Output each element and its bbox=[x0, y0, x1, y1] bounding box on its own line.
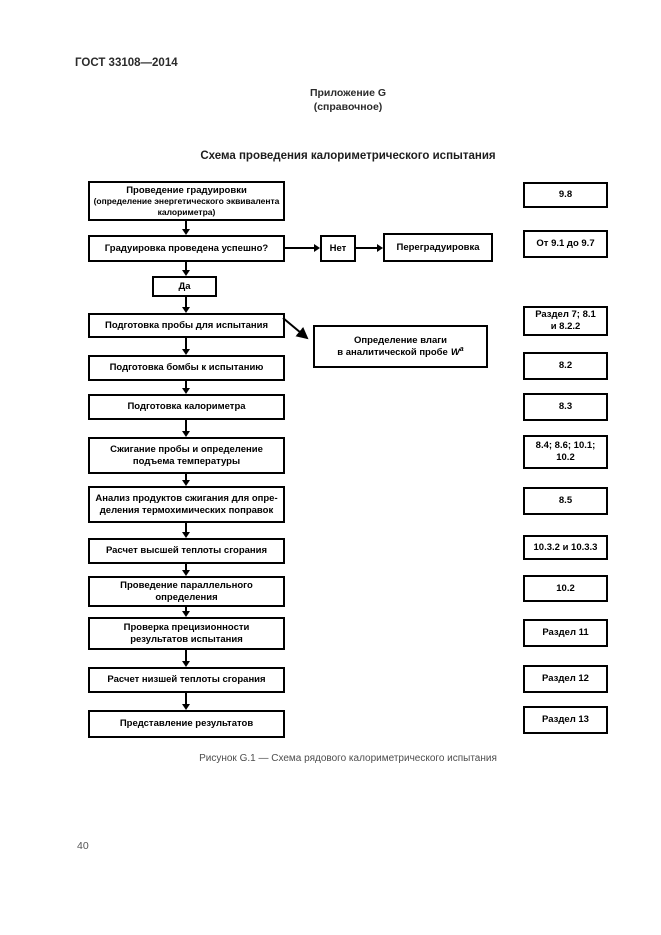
flow-step-calibration-title: Проведение градуировки bbox=[126, 185, 247, 197]
flow-step-label: Расчет низшей теплоты сгорания bbox=[107, 674, 266, 686]
flow-step-label: Подготовка калориметра bbox=[127, 401, 246, 413]
clause-ref-label: Раздел 11 bbox=[542, 627, 589, 639]
flow-step-gross-calorific-value: Расчет высшей теплоты сгорания bbox=[88, 538, 285, 564]
flow-arrow-down bbox=[185, 221, 187, 229]
clause-ref-label: 10.3.2 и 10.3.3 bbox=[533, 541, 598, 553]
figure-caption: Рисунок G.1 — Схема рядового калориметри… bbox=[199, 753, 497, 764]
flow-branch-no: Нет bbox=[320, 235, 356, 262]
flow-step-recalibration-label: Переградуировка bbox=[396, 241, 480, 253]
clause-ref-results-reporting: Раздел 13 bbox=[523, 706, 608, 734]
flow-step-sample-preparation: Подготовка пробы для испытания bbox=[88, 313, 285, 338]
flow-step-precision-check: Проверка прецизионности результатов испы… bbox=[88, 617, 285, 650]
clause-ref-calibration: 9.8 bbox=[523, 182, 608, 208]
moisture-note-line1: Определение влаги bbox=[353, 334, 448, 346]
flow-decision-calibration-successful: Градуировка проведена успешно? bbox=[88, 235, 285, 262]
clause-ref-label: Раздел 13 bbox=[542, 714, 589, 726]
clause-ref-sample-preparation: Раздел 7; 8.1 и 8.2.2 bbox=[523, 306, 608, 336]
clause-ref-products-analysis: 8.5 bbox=[523, 487, 608, 515]
flow-step-label: Проверка прецизионности результатов испы… bbox=[123, 622, 250, 645]
flow-step-recalibration: Переградуировка bbox=[383, 233, 493, 262]
flow-branch-yes: Да bbox=[152, 276, 217, 297]
clause-ref-gross-calorific-value: 10.3.2 и 10.3.3 bbox=[523, 535, 608, 560]
flow-arrow-down bbox=[185, 262, 187, 270]
flow-arrow-down bbox=[185, 523, 187, 532]
flow-step-combustion-products-analysis: Анализ продуктов сжигания для опре- деле… bbox=[88, 486, 285, 523]
flow-step-label: Анализ продуктов сжигания для опре- деле… bbox=[95, 493, 278, 516]
clause-ref-precision-check: Раздел 11 bbox=[523, 619, 608, 647]
flow-step-bomb-preparation: Подготовка бомбы к испытанию bbox=[88, 355, 285, 381]
moisture-note-text: в аналитической пробе bbox=[337, 347, 448, 359]
flow-step-net-calorific-value: Расчет низшей теплоты сгорания bbox=[88, 667, 285, 693]
flow-branch-no-label: Нет bbox=[329, 242, 347, 254]
moisture-symbol: Wa bbox=[450, 345, 464, 359]
flow-step-calibration-subtitle: (определение энергетического эквивалента… bbox=[93, 196, 280, 217]
clause-ref-label: Раздел 12 bbox=[542, 673, 589, 685]
flow-step-label: Подготовка пробы для испытания bbox=[104, 319, 269, 331]
moisture-symbol-w: W bbox=[450, 347, 460, 359]
clause-ref-label: 8.2 bbox=[558, 360, 573, 372]
flow-arrow-down bbox=[185, 381, 187, 388]
flow-arrow-diagonal bbox=[282, 317, 309, 340]
flow-step-calorimeter-preparation: Подготовка калориметра bbox=[88, 394, 285, 420]
clause-ref-bomb-preparation: 8.2 bbox=[523, 352, 608, 380]
flow-step-calibration: Проведение градуировки (определение энер… bbox=[88, 181, 285, 221]
clause-ref-label: 8.3 bbox=[558, 401, 573, 413]
clause-ref-label: От 9.1 до 9.7 bbox=[536, 238, 595, 250]
standard-reference: ГОСТ 33108—2014 bbox=[75, 57, 178, 69]
clause-ref-label: Раздел 7; 8.1 и 8.2.2 bbox=[535, 309, 596, 332]
flow-arrow-down bbox=[185, 564, 187, 570]
flow-arrow-down bbox=[185, 297, 187, 307]
clause-ref-duplicate-determination: 10.2 bbox=[523, 575, 608, 602]
moisture-symbol-sup: a bbox=[459, 345, 464, 353]
flow-arrow-down bbox=[185, 650, 187, 661]
flow-step-label: Подготовка бомбы к испытанию bbox=[109, 362, 264, 374]
clause-ref-label: 8.5 bbox=[558, 495, 573, 507]
flow-branch-yes-label: Да bbox=[178, 280, 191, 292]
clause-ref-net-calorific-value: Раздел 12 bbox=[523, 665, 608, 693]
flow-arrow-down bbox=[185, 607, 187, 611]
flow-decision-label: Градуировка проведена успешно? bbox=[104, 242, 269, 254]
flow-arrow-down bbox=[185, 420, 187, 431]
flow-arrow-down bbox=[185, 693, 187, 704]
clause-ref-calorimeter-preparation: 8.3 bbox=[523, 393, 608, 421]
clause-ref-label: 10.2 bbox=[556, 582, 575, 594]
flow-step-label: Проведение параллельного определения bbox=[120, 580, 253, 603]
flow-step-label: Представление результатов bbox=[119, 718, 254, 730]
page-number: 40 bbox=[77, 840, 89, 852]
appendix-heading: Приложение G (справочное) bbox=[309, 87, 387, 114]
clause-ref-label: 8.4; 8.6; 10.1; 10.2 bbox=[535, 440, 596, 463]
flow-arrow-down bbox=[185, 338, 187, 349]
clause-ref-label: 9.8 bbox=[558, 189, 573, 201]
flow-step-combustion: Сжигание пробы и определение подъема тем… bbox=[88, 437, 285, 474]
flow-step-label: Расчет высшей теплоты сгорания bbox=[105, 545, 268, 557]
flow-step-results-reporting: Представление результатов bbox=[88, 710, 285, 738]
flow-arrow-right bbox=[356, 247, 377, 249]
page-title: Схема проведения калориметрического испы… bbox=[200, 150, 496, 162]
flow-arrow-right bbox=[285, 247, 314, 249]
flow-step-label: Сжигание пробы и определение подъема тем… bbox=[110, 444, 263, 467]
flow-step-duplicate-determination: Проведение параллельного определения bbox=[88, 576, 285, 607]
clause-ref-combustion: 8.4; 8.6; 10.1; 10.2 bbox=[523, 435, 608, 469]
clause-ref-recalibration: От 9.1 до 9.7 bbox=[523, 230, 608, 258]
flow-arrow-down bbox=[185, 474, 187, 480]
